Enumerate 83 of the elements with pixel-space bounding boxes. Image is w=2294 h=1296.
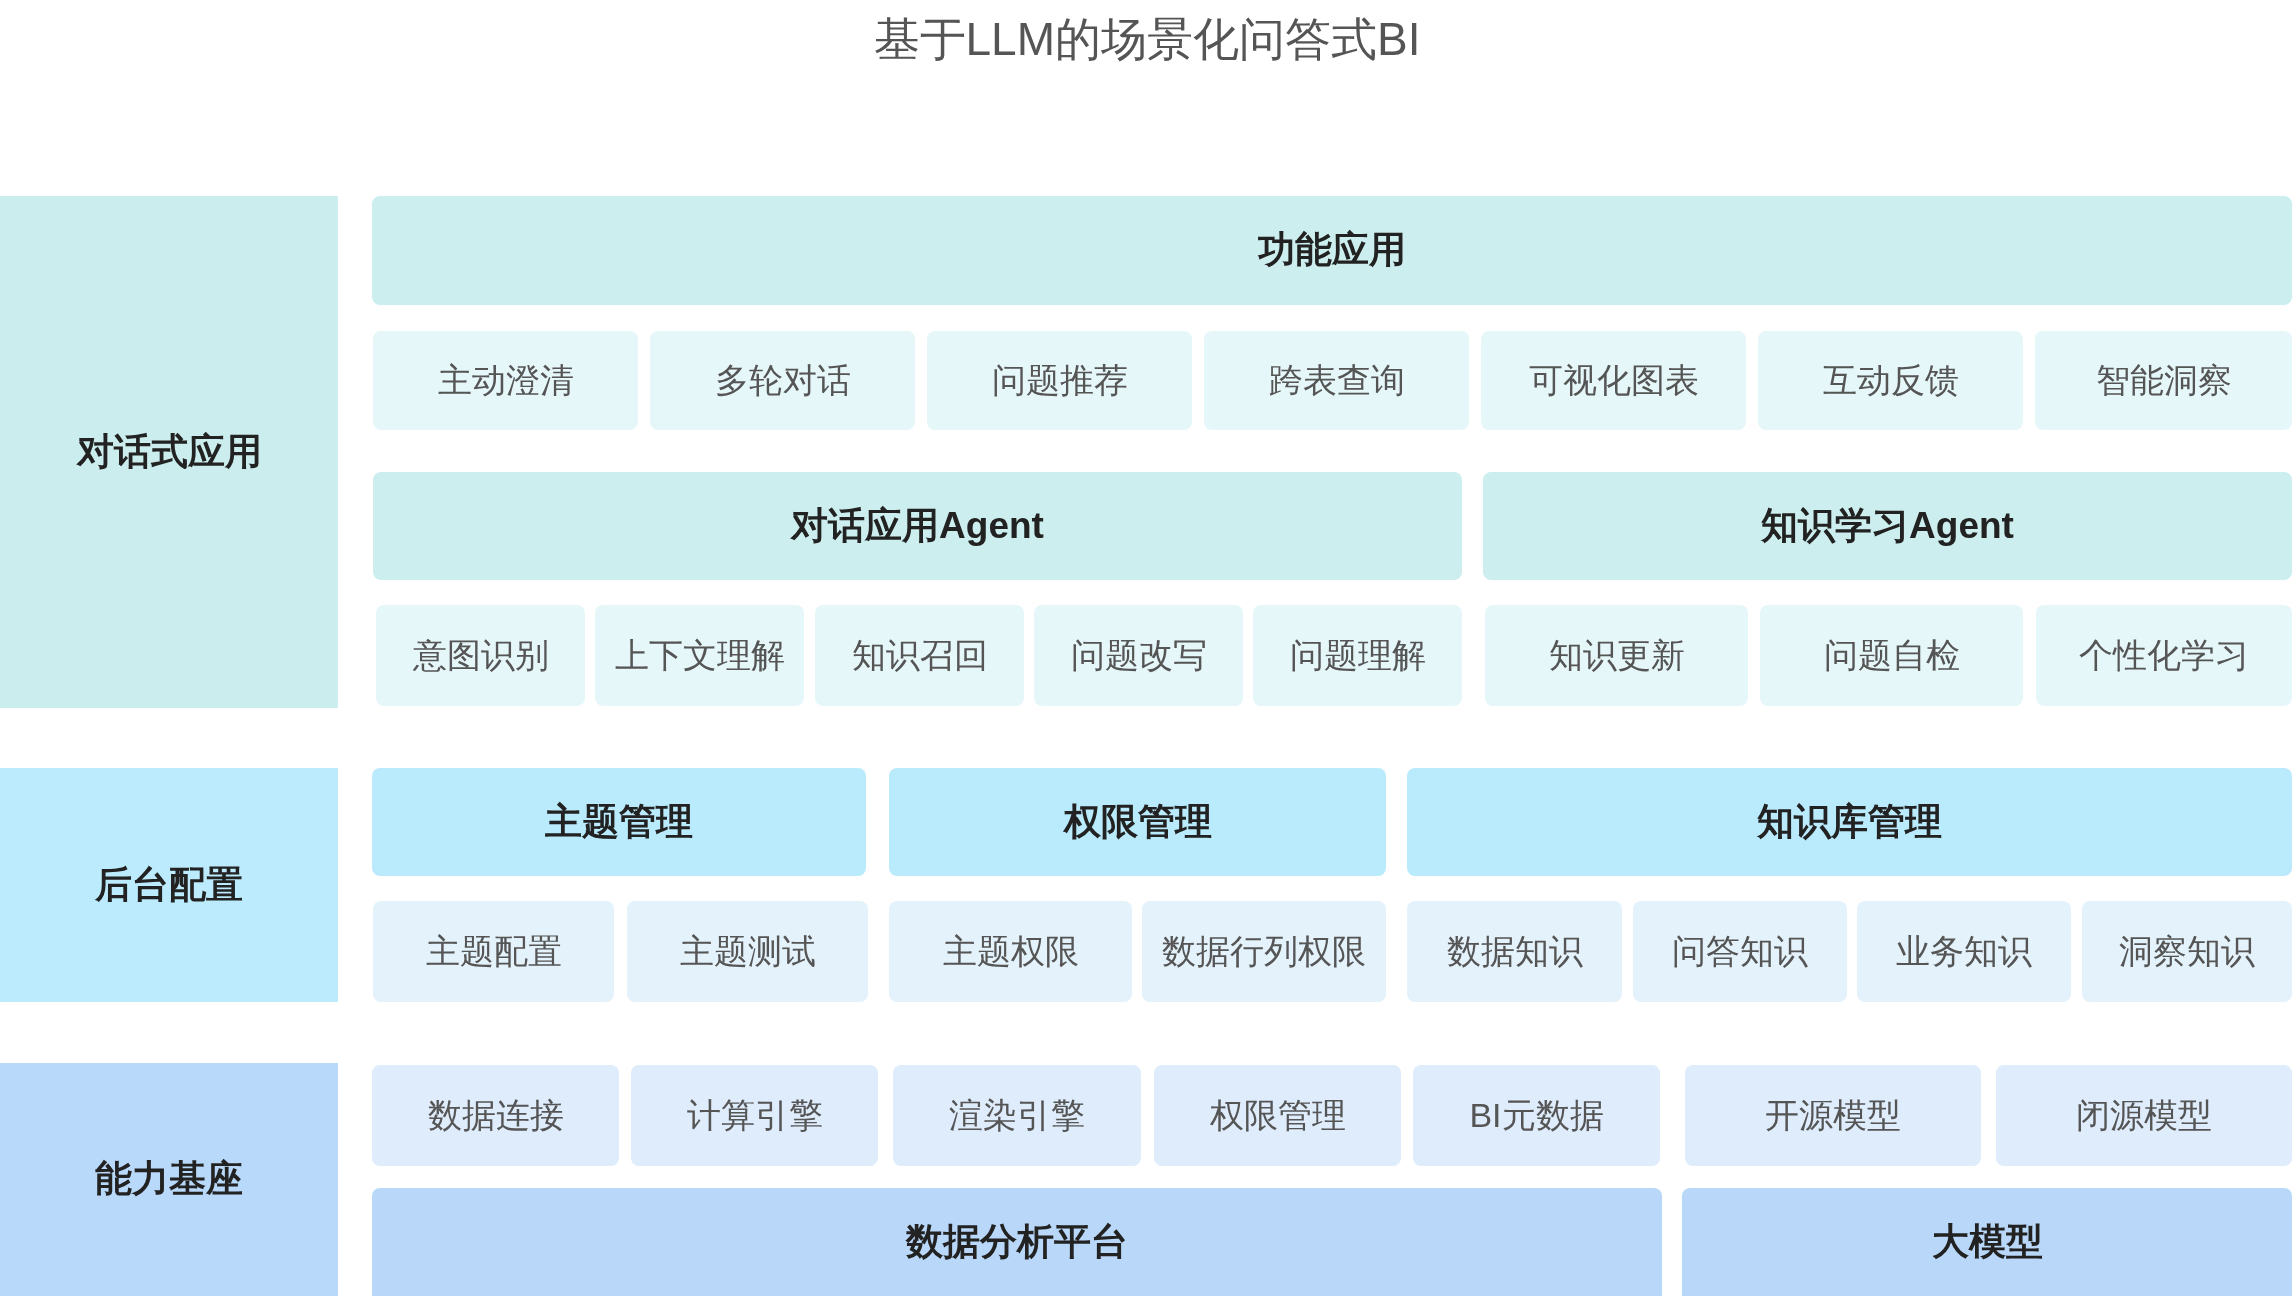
feature-label: 知识召回: [851, 635, 988, 676]
group-title: 主题管理: [545, 799, 693, 844]
feature-tile: [815, 605, 1024, 706]
feature-tile: [650, 331, 915, 430]
feature-label: BI元数据: [1469, 1095, 1604, 1136]
feature-label: 数据知识: [1446, 931, 1583, 972]
group-header-bar: [1407, 768, 2292, 876]
category-panel: [0, 1063, 338, 1296]
feature-tile: [1204, 331, 1469, 430]
feature-tile: [1685, 1065, 1981, 1166]
group-title: 权限管理: [1063, 799, 1212, 844]
feature-tile: [2036, 605, 2292, 706]
feature-label: 知识更新: [1548, 635, 1685, 676]
feature-label: 问题理解: [1289, 635, 1426, 676]
feature-tile: [2082, 901, 2292, 1002]
feature-label: 数据行列权限: [1162, 931, 1366, 972]
feature-tile: [1413, 1065, 1660, 1166]
feature-tile: [1996, 1065, 2292, 1166]
feature-label: 互动反馈: [1822, 360, 1959, 401]
category-panel: [0, 196, 338, 708]
feature-label: 跨表查询: [1268, 360, 1405, 401]
group-title: 知识学习Agent: [1761, 503, 2014, 548]
feature-label: 洞察知识: [2119, 931, 2255, 972]
feature-label: 主题测试: [679, 931, 816, 972]
feature-label: 主题配置: [425, 931, 562, 972]
feature-tile: [1481, 331, 1746, 430]
group-header-bar: [1483, 472, 2292, 580]
category-label: 后台配置: [95, 862, 243, 907]
feature-tile: [1142, 901, 1386, 1002]
feature-label: 个性化学习: [2079, 635, 2249, 676]
category-label: 能力基座: [95, 1157, 243, 1202]
feature-label: 多轮对话: [714, 360, 851, 401]
feature-tile: [373, 331, 638, 430]
feature-tile: [1485, 605, 1748, 706]
group-header-bar: [373, 472, 1462, 580]
feature-tile: [2035, 331, 2292, 430]
feature-label: 渲染引擎: [949, 1095, 1085, 1136]
group-title: 知识库管理: [1757, 799, 1942, 844]
feature-tile: [1857, 901, 2071, 1002]
feature-label: 可视化图表: [1528, 360, 1699, 401]
feature-tile: [1034, 605, 1243, 706]
feature-tile: [1758, 331, 2023, 430]
feature-label: 业务知识: [1896, 931, 2032, 972]
diagram-title: 基于LLM的场景化问答式BI: [873, 13, 1421, 65]
feature-label: 权限管理: [1209, 1095, 1346, 1136]
feature-tile: [631, 1065, 878, 1166]
feature-tile: [1154, 1065, 1401, 1166]
feature-label: 上下文理解: [614, 635, 785, 676]
feature-label: 问题自检: [1823, 635, 1960, 676]
feature-label: 问题改写: [1070, 635, 1207, 676]
category-label: 对话式应用: [76, 429, 262, 474]
feature-label: 闭源模型: [2076, 1095, 2212, 1136]
feature-label: 主题权限: [942, 931, 1079, 972]
feature-tile: [373, 901, 614, 1002]
group-header-bar: [889, 768, 1386, 876]
feature-label: 智能洞察: [2095, 360, 2232, 401]
feature-tile: [927, 331, 1192, 430]
feature-tile: [627, 901, 868, 1002]
feature-label: 主动澄清: [437, 360, 574, 401]
feature-tile: [1407, 901, 1622, 1002]
feature-label: 意图识别: [412, 635, 549, 676]
group-title: 对话应用Agent: [791, 503, 1044, 548]
feature-tile: [1760, 605, 2023, 706]
feature-tile: [1253, 605, 1462, 706]
group-header-bar: [1682, 1188, 2292, 1296]
feature-tile: [376, 605, 585, 706]
category-panel: [0, 768, 338, 1002]
group-header-bar: [372, 196, 2292, 305]
group-header-bar: [372, 1188, 1662, 1296]
feature-tile: [595, 605, 804, 706]
feature-label: 数据连接: [427, 1095, 564, 1136]
feature-label: 计算引擎: [686, 1095, 823, 1136]
group-title: 大模型: [1931, 1219, 2043, 1264]
feature-label: 问答知识: [1672, 931, 1808, 972]
feature-tile: [893, 1065, 1141, 1166]
group-header-bar: [372, 768, 866, 876]
feature-tile: [372, 1065, 619, 1166]
feature-label: 问题推荐: [991, 360, 1128, 401]
group-title: 功能应用: [1258, 228, 1406, 273]
feature-tile: [889, 901, 1132, 1002]
feature-tile: [1633, 901, 1847, 1002]
feature-label: 开源模型: [1765, 1095, 1901, 1136]
group-title: 数据分析平台: [906, 1219, 1128, 1264]
